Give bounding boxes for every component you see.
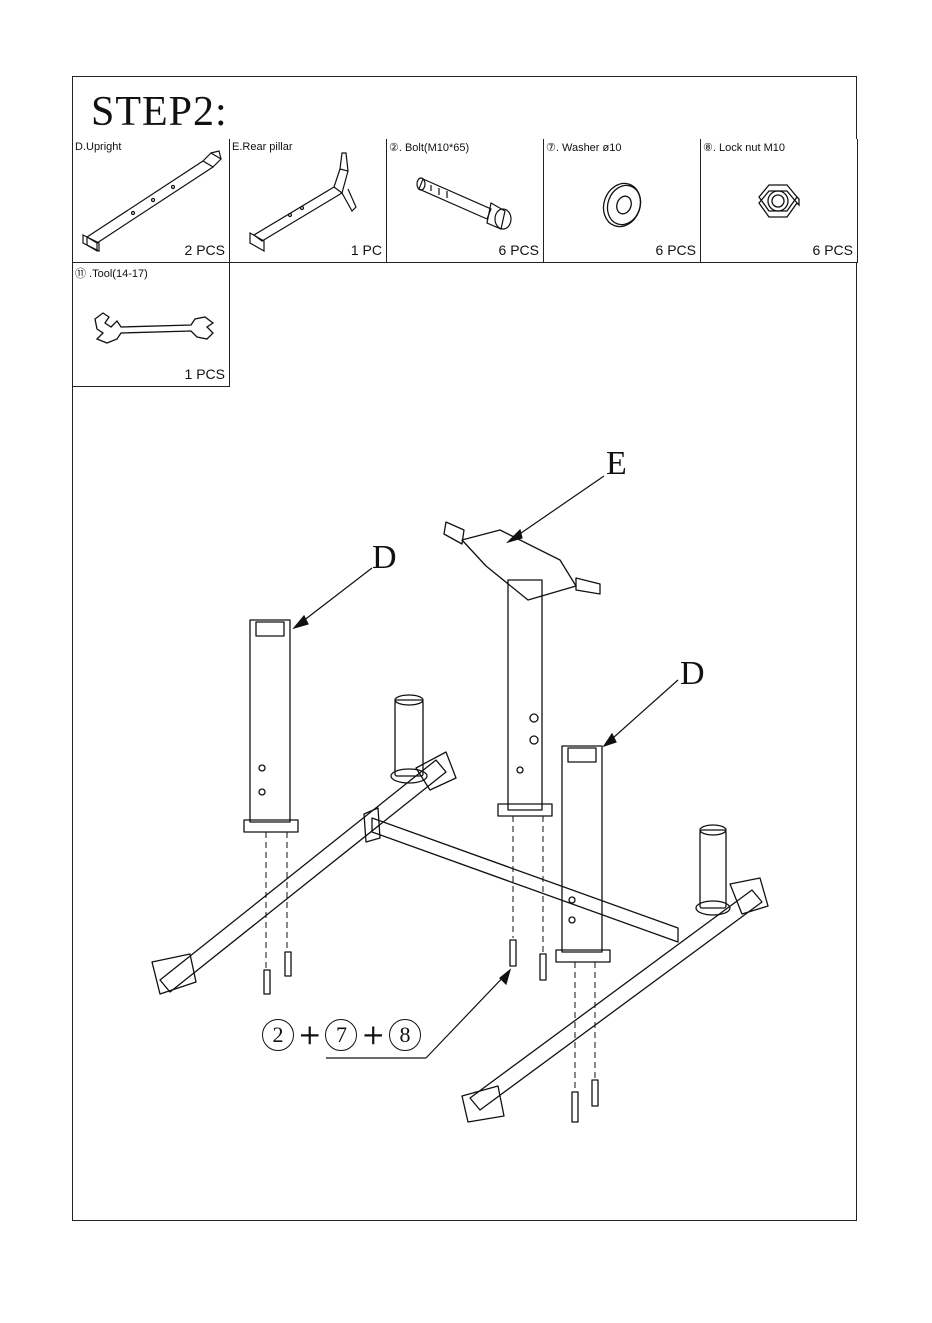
hardware-ref-bolt: 2 — [262, 1019, 294, 1051]
cross-member — [372, 818, 678, 942]
foot-cap-right-front — [462, 1086, 504, 1122]
upright-right — [562, 746, 602, 952]
hardware-combo-label: 2 + 7 + 8 — [262, 1018, 421, 1051]
hardware-ref-washer: 7 — [325, 1019, 357, 1051]
callout-e: E — [606, 445, 627, 482]
plus-sign: + — [359, 1018, 386, 1051]
upright-left — [250, 620, 290, 822]
base-leg-right — [470, 890, 762, 1110]
callout-d-left: D — [372, 539, 397, 576]
callout-d-right: D — [680, 655, 705, 692]
weight-horn-right — [700, 830, 726, 908]
rear-pillar — [508, 580, 542, 810]
plus-sign: + — [296, 1018, 323, 1051]
foot-cap-right-rear — [730, 878, 768, 914]
hardware-ref-nut: 8 — [389, 1019, 421, 1051]
base-leg-left — [160, 760, 446, 992]
weight-horn-left — [395, 700, 423, 776]
